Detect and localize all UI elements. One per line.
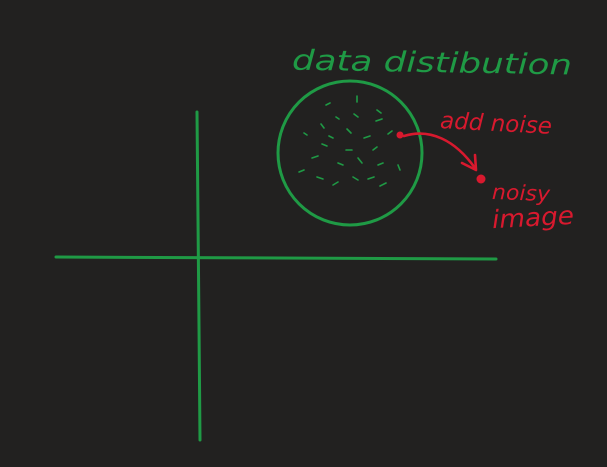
data-point-mark — [367, 176, 375, 180]
data-point-mark — [303, 132, 308, 136]
data-point-mark — [376, 109, 382, 114]
image-label: image — [491, 201, 574, 234]
data-point-mark — [325, 102, 331, 106]
source-point — [396, 131, 404, 139]
data-point-mark — [332, 181, 339, 186]
arrow-head — [460, 153, 478, 172]
x-axis — [54, 255, 498, 261]
data-point-mark — [379, 182, 387, 187]
data-point-mark — [372, 146, 378, 151]
data-point-mark — [375, 118, 383, 122]
data-point-mark — [316, 176, 324, 180]
data-point-mark — [321, 143, 328, 147]
y-axis — [195, 110, 202, 442]
data-point-mark — [335, 116, 340, 120]
noise-arrow — [396, 131, 486, 184]
data-point-mark — [298, 169, 305, 173]
data-point-mark — [363, 135, 371, 139]
data-point-mark — [346, 128, 352, 134]
data-point-mark — [311, 155, 319, 159]
data-point-mark — [353, 113, 359, 118]
data-point-mark — [357, 157, 363, 164]
data-points — [298, 95, 401, 187]
data-point-mark — [387, 130, 393, 135]
data-point-mark — [337, 162, 344, 166]
noisy-label: noisy — [492, 180, 551, 206]
add-noise-label: add noise — [439, 108, 552, 140]
data-point-mark — [397, 164, 401, 171]
distribution-circle — [276, 79, 424, 227]
noisy-point — [476, 174, 486, 184]
data-point-mark — [377, 162, 384, 166]
data-point-mark — [352, 176, 359, 181]
data-point-mark — [320, 123, 325, 129]
data-point-mark — [328, 135, 334, 139]
distribution-label: data distibution — [292, 44, 573, 82]
arrow-curve — [402, 132, 477, 170]
axes — [54, 110, 498, 442]
